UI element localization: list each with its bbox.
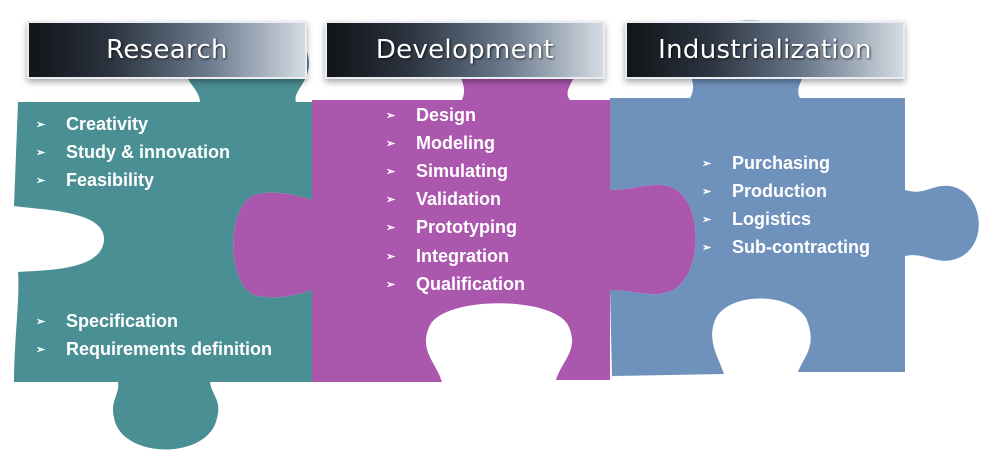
list-item: ➢Specification: [36, 310, 179, 331]
development-title: Development: [375, 35, 555, 65]
arrow-bullet-icon: ➢: [702, 242, 712, 255]
arrow-bullet-icon: ➢: [702, 157, 712, 170]
list-item: ➢Feasibility: [36, 169, 155, 190]
arrow-bullet-icon: ➢: [36, 343, 46, 356]
arrow-bullet-icon: ➢: [386, 250, 396, 263]
list-item: ➢Prototyping: [386, 217, 517, 238]
research-list-bottom: ➢Specification ➢Requirements definition: [36, 307, 272, 363]
list-item: ➢Qualification: [386, 273, 526, 294]
arrow-bullet-icon: ➢: [386, 278, 396, 291]
list-item: ➢Modeling: [386, 132, 495, 153]
research-piece: [14, 30, 312, 450]
list-item: ➢Requirements definition: [36, 338, 273, 359]
list-item: ➢Logistics: [702, 208, 812, 229]
development-banner: Development: [325, 21, 605, 79]
development-piece: [233, 26, 696, 382]
list-item: ➢Simulating: [386, 160, 509, 181]
list-item: ➢Design: [386, 104, 477, 125]
list-item: ➢Sub-contracting: [702, 237, 870, 258]
arrow-bullet-icon: ➢: [386, 194, 396, 207]
arrow-bullet-icon: ➢: [36, 174, 46, 187]
list-item: ➢Creativity: [36, 113, 149, 134]
list-item: ➢Study & innovation: [36, 141, 230, 162]
list-item: ➢Validation: [386, 189, 502, 210]
arrow-bullet-icon: ➢: [702, 185, 712, 198]
list-item: ➢Purchasing: [702, 152, 831, 173]
industrialization-list: ➢Purchasing ➢Production ➢Logistics ➢Sub-…: [702, 149, 870, 262]
list-item: ➢Integration: [386, 245, 509, 266]
research-title: Research: [106, 35, 228, 65]
arrow-bullet-icon: ➢: [386, 137, 396, 150]
industrialization-title: Industrialization: [658, 35, 872, 65]
arrow-bullet-icon: ➢: [386, 165, 396, 178]
arrow-bullet-icon: ➢: [386, 109, 396, 122]
arrow-bullet-icon: ➢: [36, 146, 46, 159]
industrialization-banner: Industrialization: [625, 21, 905, 79]
development-list: ➢Design ➢Modeling ➢Simulating ➢Validatio…: [386, 101, 525, 298]
arrow-bullet-icon: ➢: [702, 213, 712, 226]
arrow-bullet-icon: ➢: [386, 222, 396, 235]
arrow-bullet-icon: ➢: [36, 315, 46, 328]
list-item: ➢Production: [702, 180, 827, 201]
arrow-bullet-icon: ➢: [36, 118, 46, 131]
research-banner: Research: [27, 21, 307, 79]
research-list-top: ➢Creativity ➢Study & innovation ➢Feasibi…: [36, 110, 230, 195]
industrialization-piece: [610, 20, 979, 376]
